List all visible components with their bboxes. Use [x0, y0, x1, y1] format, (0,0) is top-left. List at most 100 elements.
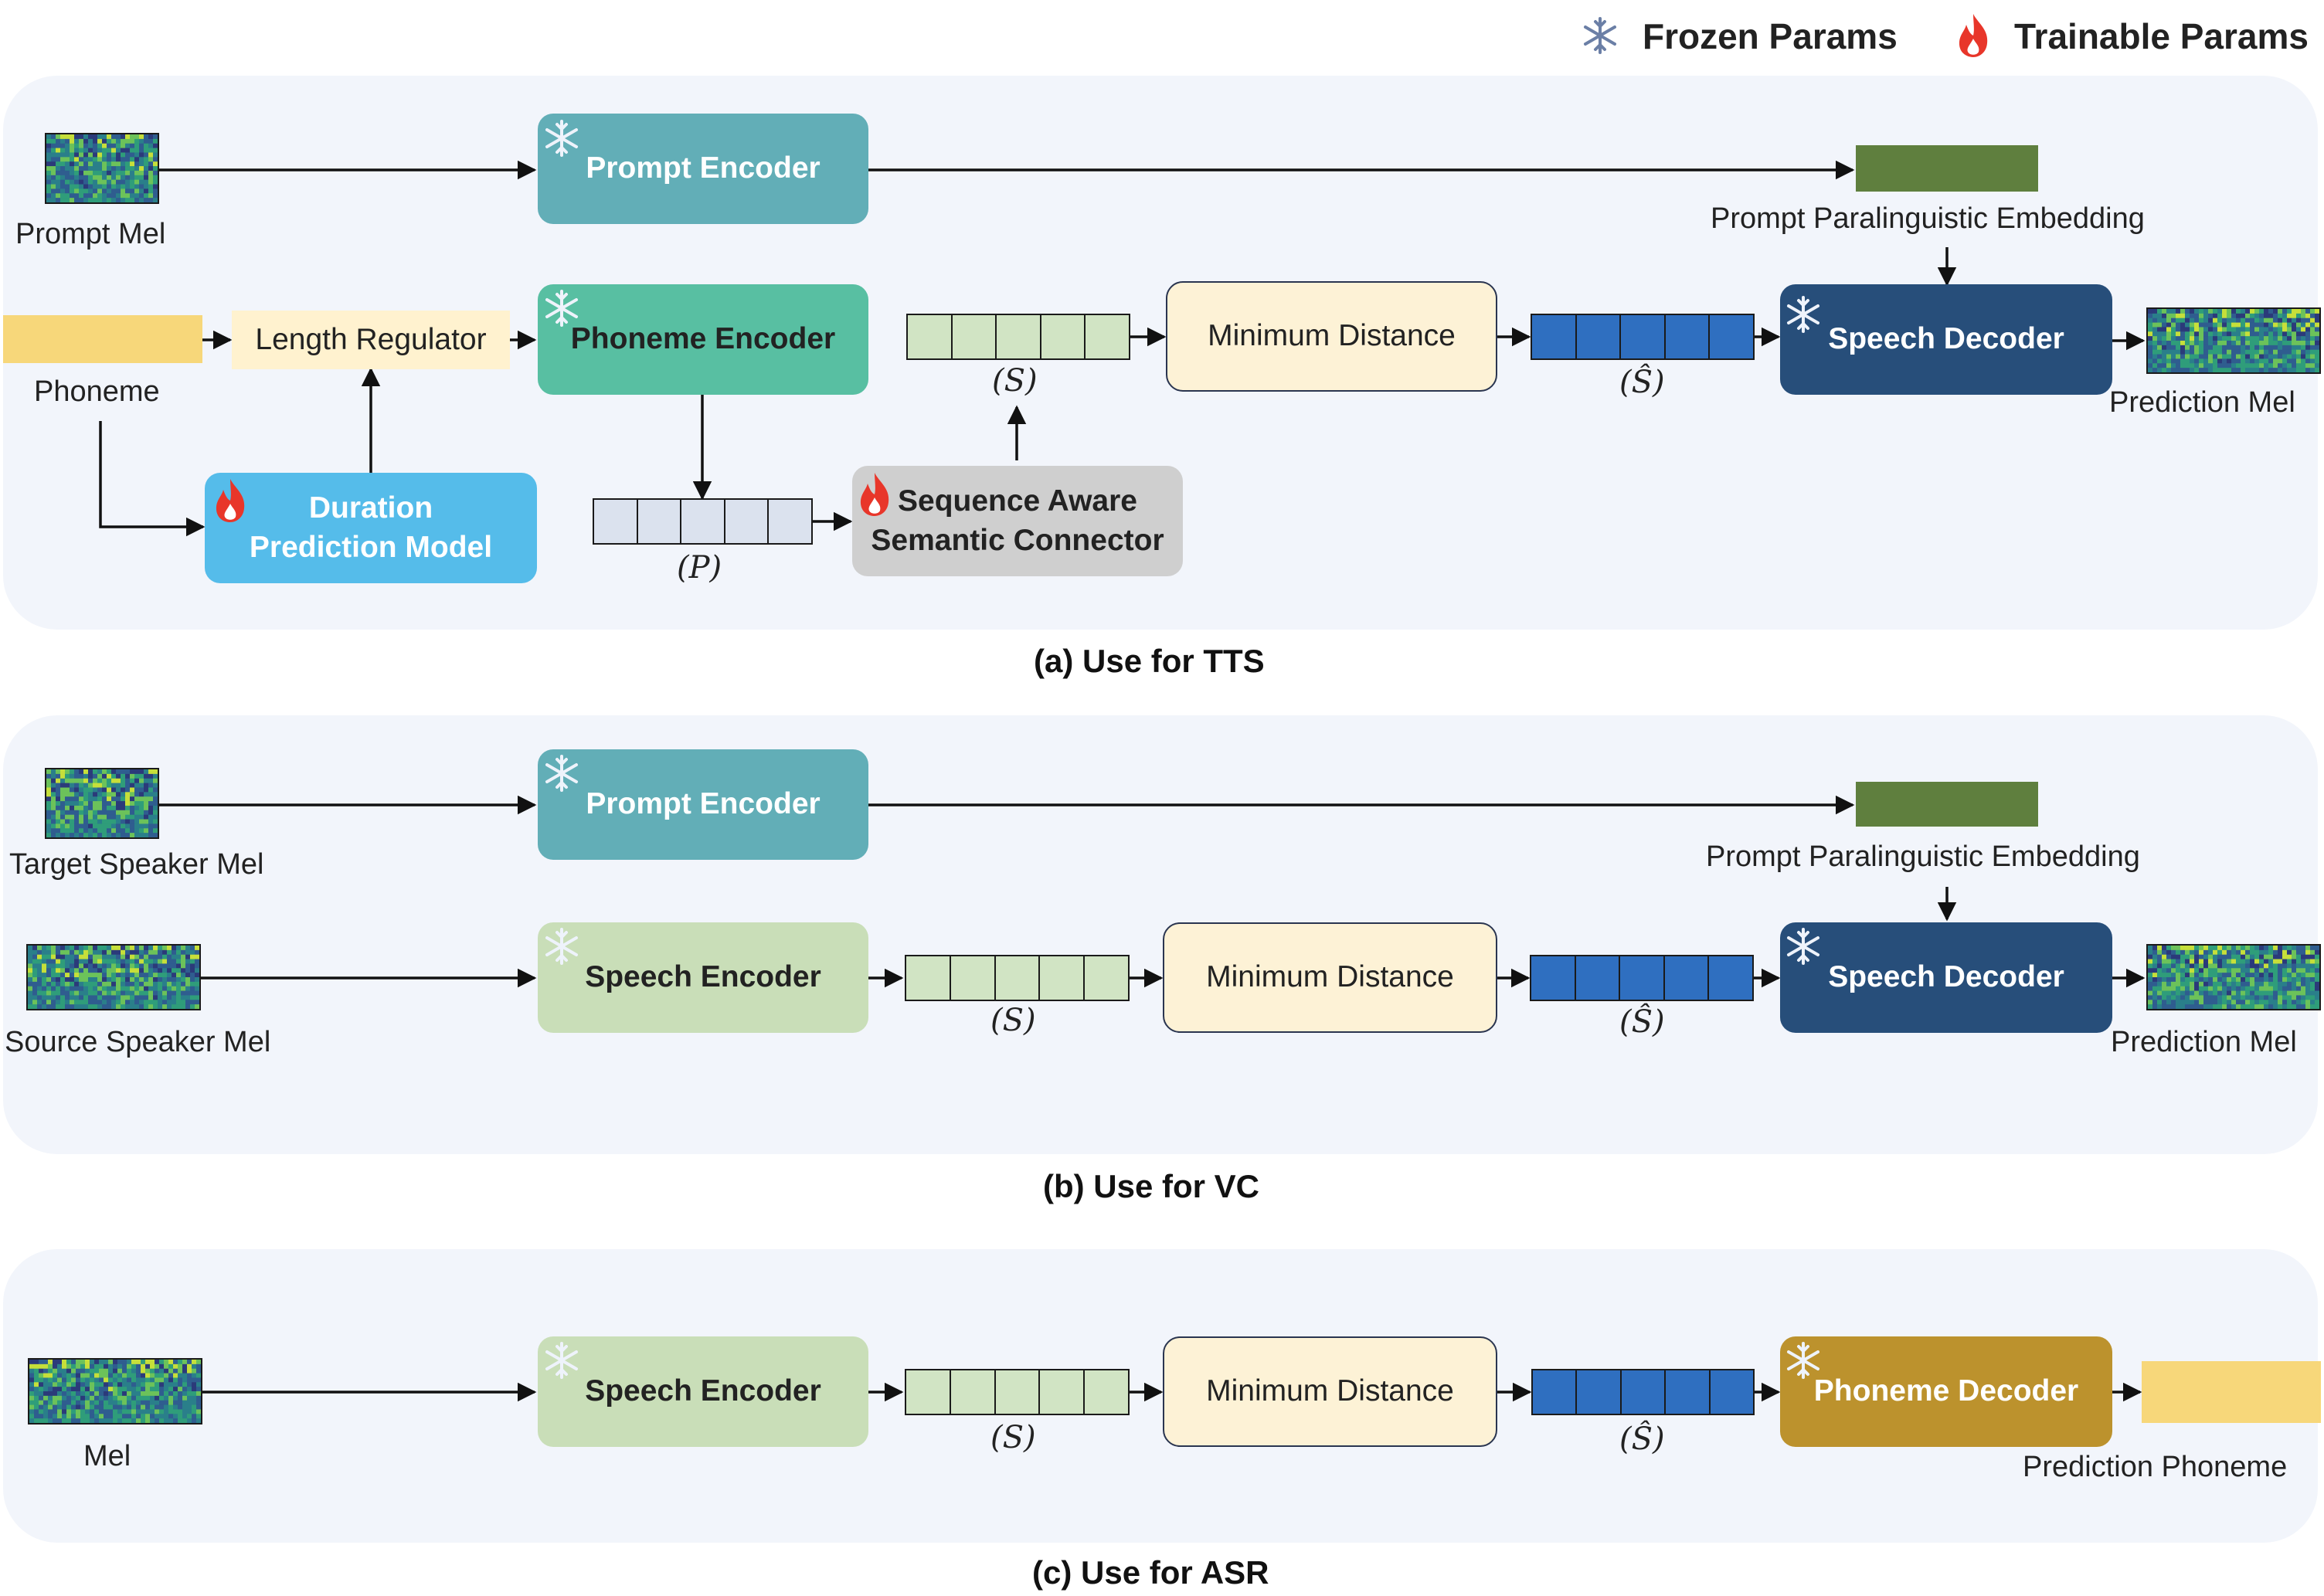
spectrogram-cell [2273, 322, 2278, 328]
spectrogram-cell [148, 959, 154, 964]
spectrogram-cell [153, 986, 158, 992]
spectrogram-cell [97, 990, 103, 996]
spectrogram-cell [111, 1000, 117, 1005]
spectrogram-cell [2254, 309, 2260, 314]
spectrogram-cell [2315, 313, 2319, 319]
spectrogram-cell [88, 801, 93, 806]
spectrogram-cell [74, 787, 80, 793]
spectrogram-cell [2296, 363, 2302, 368]
spectrogram-cell [2231, 331, 2237, 337]
spectrogram-cell [70, 973, 75, 978]
spectrogram-cell [65, 977, 70, 983]
spectrogram-cell [2152, 349, 2158, 355]
spectrogram-cell [2259, 977, 2265, 983]
spectrogram-cell [70, 814, 75, 820]
spectrogram-cell [108, 1382, 114, 1387]
spectrogram-cell [108, 1409, 114, 1414]
spectrogram-cell [2301, 349, 2306, 355]
spectrogram-cell [2199, 946, 2204, 951]
spectrogram-cell [28, 949, 33, 956]
spectrogram-cell [2282, 327, 2288, 332]
spectrogram-cell [113, 1387, 118, 1392]
spectrogram-cell [195, 1000, 199, 1005]
spectrogram-cell [2208, 949, 2214, 956]
spectrogram-cell [139, 805, 144, 811]
spectrogram-cell [196, 1391, 201, 1397]
spectrogram-cell [2180, 349, 2186, 355]
spectrogram-cell [51, 949, 56, 956]
spectrogram-cell [121, 179, 126, 185]
spectrogram-cell [159, 1368, 165, 1374]
spectrogram-cell [167, 995, 172, 1000]
spectrogram-cell [125, 814, 131, 820]
spectrogram-cell [116, 801, 121, 806]
spectrogram-cell [155, 1377, 160, 1383]
spectrogram-cell [93, 198, 98, 202]
spectrogram-cell [32, 946, 38, 951]
spectrogram-cell [79, 773, 84, 779]
spectrogram-cell [46, 179, 52, 185]
spectrogram-cell [130, 166, 135, 171]
spectrogram-cell [46, 193, 52, 199]
spectrogram-cell [83, 828, 89, 834]
spectrogram-cell [187, 1387, 192, 1392]
spectrogram-cell [2296, 341, 2302, 346]
spectrogram-cell [2287, 309, 2292, 314]
spectrogram-cell [162, 990, 168, 996]
spectrogram-cell [185, 949, 191, 956]
spectrogram-cell [2315, 963, 2319, 969]
spectrogram-cell [53, 1404, 58, 1410]
spectrogram-cell [2208, 959, 2214, 964]
spectrogram-cell [2292, 977, 2297, 983]
spectrogram-cell [76, 1360, 81, 1365]
spectrogram-cell [196, 1363, 201, 1370]
spectrogram-cell [2273, 977, 2278, 983]
spectrogram-cell [2162, 309, 2167, 314]
spectrogram-cell [150, 1382, 155, 1387]
spectrogram-cell [2305, 949, 2311, 956]
spectrogram-cell [99, 1414, 104, 1419]
spectrogram-cell [185, 946, 191, 951]
spectrogram-cell [185, 973, 191, 978]
spectrogram-cell [121, 184, 126, 189]
spectrogram-cell [158, 990, 163, 996]
spectrogram-cell [172, 995, 177, 1000]
spectrogram-cell [2264, 349, 2269, 355]
spectrogram-cell [107, 157, 112, 162]
spectrogram-cell [144, 801, 149, 806]
spectrogram-cell [153, 814, 158, 820]
spectrogram-cell [2231, 995, 2237, 1000]
spectrogram-cell [2250, 995, 2255, 1000]
spectrogram-cell [51, 977, 56, 983]
spectrogram-cell [46, 810, 52, 816]
spectrogram-cell [2180, 977, 2186, 983]
spectrogram-cell [2259, 968, 2265, 973]
spectrogram-cell [2278, 358, 2283, 364]
spectrogram-cell [139, 148, 144, 153]
spectrogram-cell [2236, 309, 2241, 314]
spectrogram-cell [127, 1400, 132, 1406]
spectrogram-cell [130, 990, 135, 996]
spectrogram-cell [2152, 336, 2158, 341]
spectrogram-cell [2152, 1000, 2158, 1005]
spectrogram-cell [134, 810, 140, 816]
spectrogram-cell [107, 783, 112, 788]
spectrogram-cell [2315, 1004, 2319, 1009]
spectrogram-cell [178, 1363, 183, 1370]
spectrogram-cell [53, 1377, 58, 1383]
spectrogram-cell [37, 1000, 42, 1005]
spectrogram-cell [2227, 327, 2232, 332]
spectrogram-cell [148, 783, 154, 788]
s-hat-symbol: (Ŝ) [1619, 1421, 1665, 1457]
spectrogram-cell [102, 157, 107, 162]
spectrogram-cell [83, 166, 89, 171]
spectrogram-cell [2268, 327, 2274, 332]
spectrogram-cell [48, 1400, 53, 1406]
spectrogram-cell [2264, 977, 2269, 983]
spectrogram-cell [2236, 322, 2241, 328]
spectrogram-cell [2222, 946, 2227, 951]
spectrogram-cell [2287, 313, 2292, 319]
spectrogram-cell [2250, 1000, 2255, 1005]
caption-asr: (c) Use for ASR [1032, 1554, 1269, 1591]
spectrogram-cell [2292, 349, 2297, 355]
